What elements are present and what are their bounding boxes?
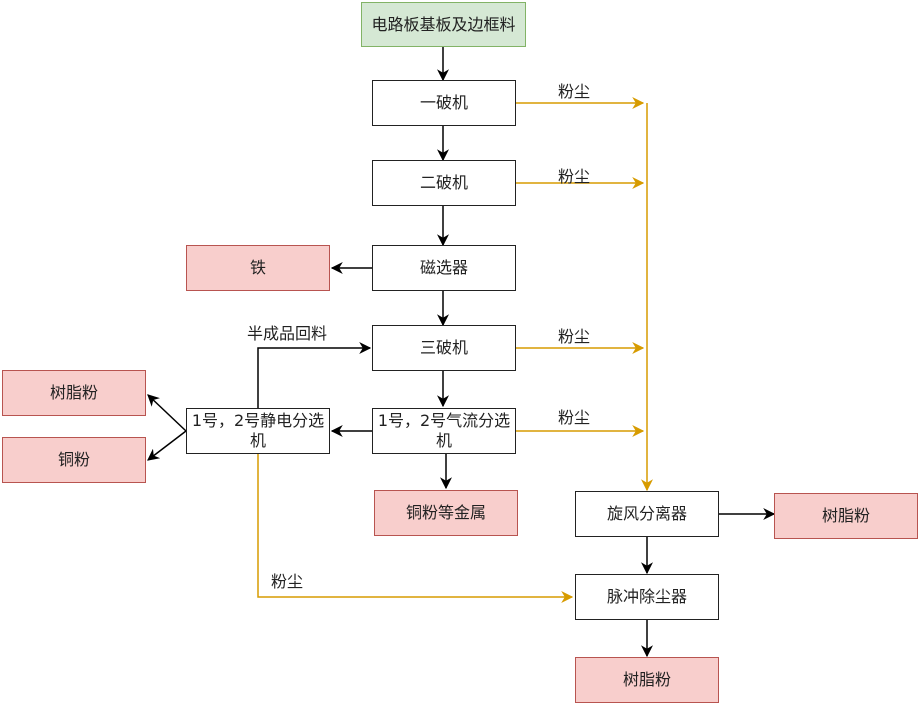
node-magnetic[interactable]: 磁选器: [372, 245, 516, 291]
edge-label-dust-4: 粉尘: [558, 408, 591, 427]
node-resin-bottom[interactable]: 树脂粉: [575, 657, 719, 703]
edge-label-dust-3: 粉尘: [558, 327, 591, 346]
node-airflow-separator[interactable]: 1号，2号气流分选机: [372, 408, 516, 454]
node-resin-right[interactable]: 树脂粉: [774, 493, 918, 539]
edge-electrostatic-resin: [147, 394, 187, 432]
node-copper-left[interactable]: 铜粉: [2, 437, 146, 483]
edge-electrostatic-copper: [147, 430, 187, 461]
node-crusher1[interactable]: 一破机: [372, 80, 516, 126]
node-electrostatic-separator[interactable]: 1号，2号静电分选机: [186, 408, 330, 454]
node-pulse-dust-collector[interactable]: 脉冲除尘器: [575, 574, 719, 620]
node-iron[interactable]: 铁: [186, 245, 330, 291]
node-source[interactable]: 电路板基板及边框料: [361, 2, 526, 47]
edge-label-recycle: 半成品回料: [247, 324, 328, 343]
node-resin-left[interactable]: 树脂粉: [2, 370, 146, 416]
dust-edge-5: [257, 454, 574, 603]
node-cyclone[interactable]: 旋风分离器: [575, 491, 719, 537]
edge-label-dust-5: 粉尘: [271, 572, 304, 591]
edge-label-dust-1: 粉尘: [558, 82, 591, 101]
node-crusher2[interactable]: 二破机: [372, 160, 516, 206]
edge-recycle: [257, 342, 372, 408]
node-copper-metals[interactable]: 铜粉等金属: [374, 490, 518, 536]
edge-label-dust-2: 粉尘: [558, 167, 591, 186]
node-crusher3[interactable]: 三破机: [372, 325, 516, 371]
